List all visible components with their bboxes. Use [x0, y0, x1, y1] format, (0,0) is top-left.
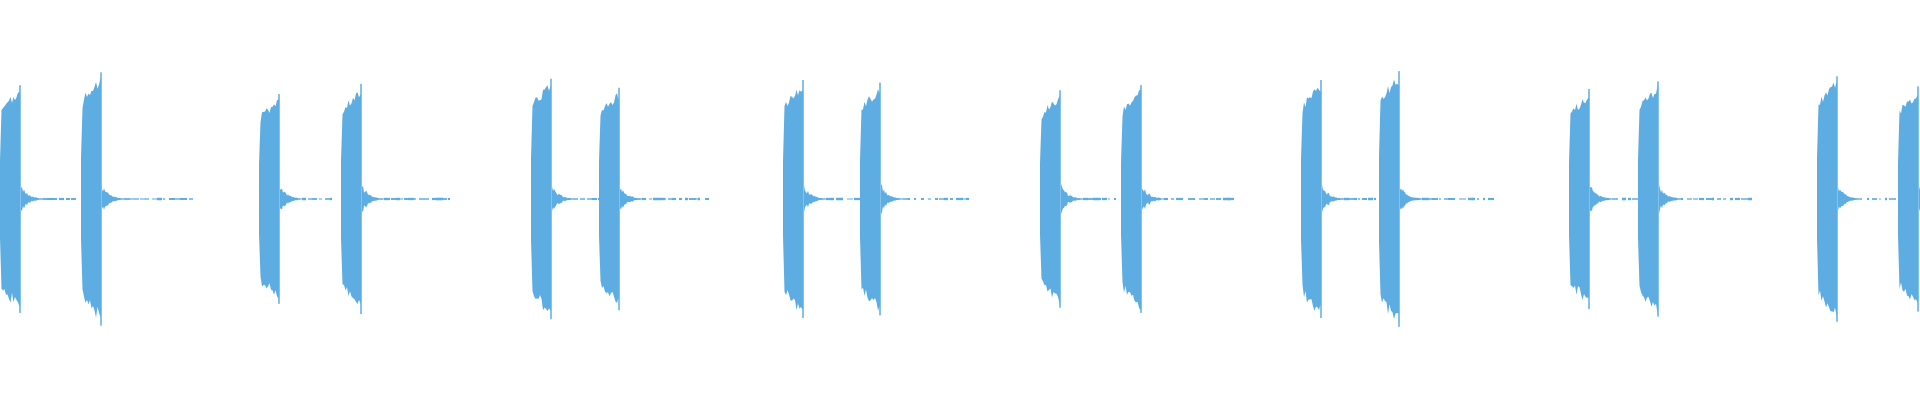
waveform-ripple — [21, 187, 43, 211]
waveform-ripple — [1659, 184, 1681, 214]
waveform-pulse — [0, 92, 20, 307]
waveform-pulse — [1817, 82, 1837, 316]
pulse-group — [1817, 76, 1920, 322]
waveform-ripple — [1400, 188, 1422, 210]
waveform-ripple — [1142, 188, 1164, 210]
waveform-ripple — [1322, 185, 1344, 213]
waveform-ripple — [620, 188, 642, 210]
waveform-pulse — [1898, 95, 1918, 303]
waveform-ripple — [1838, 187, 1860, 211]
pulse-group — [531, 78, 709, 320]
pulse-group — [783, 80, 969, 318]
waveform-ripple — [362, 185, 384, 213]
waveform-ripple — [1590, 187, 1612, 211]
waveform-pulse — [259, 99, 279, 299]
waveform-pulse — [1569, 97, 1589, 300]
pulse-group — [1301, 71, 1494, 327]
waveform-pulse — [1638, 85, 1658, 314]
waveform-ripple — [552, 186, 574, 212]
pulse-group — [1569, 81, 1752, 317]
waveform-pulse — [860, 89, 880, 311]
waveform-pulse — [1040, 95, 1060, 304]
waveform-ripple — [102, 188, 124, 210]
waveform-ripple — [280, 188, 302, 210]
pulse-group — [259, 83, 450, 315]
waveform-pulse — [341, 92, 361, 305]
waveform-pulse — [1301, 87, 1321, 311]
waveform-ripple — [881, 183, 903, 215]
waveform-pulse — [1121, 89, 1141, 311]
waveform-pulse — [81, 78, 101, 318]
waveform-pulse — [783, 89, 803, 311]
waveform-pulse — [599, 93, 619, 303]
waveform-ripple — [804, 185, 826, 213]
waveform-pulse — [531, 85, 551, 312]
waveform-pulse — [1379, 79, 1399, 319]
pulse-group — [0, 72, 193, 326]
waveform-ripple — [1061, 183, 1083, 215]
pulse-group — [1040, 85, 1234, 313]
